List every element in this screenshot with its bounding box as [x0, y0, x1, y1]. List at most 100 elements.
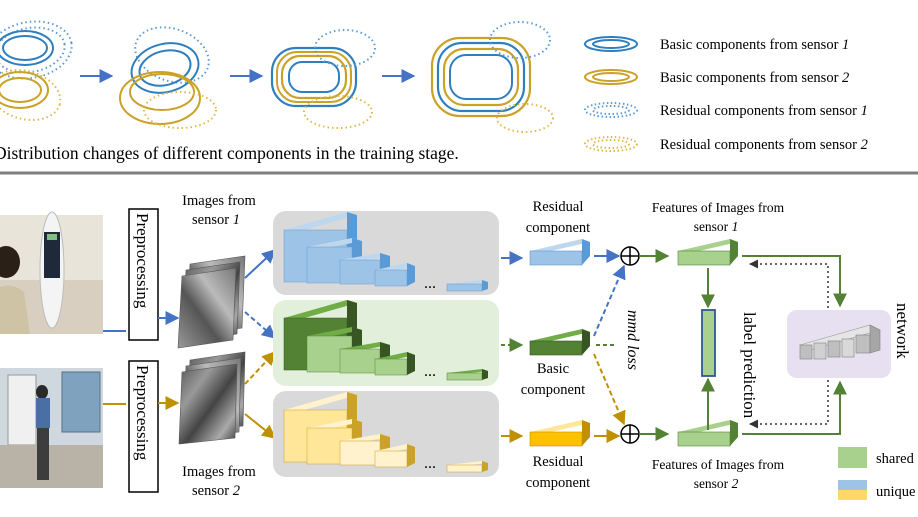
- distribution-stage-1: [0, 20, 73, 121]
- residual-bottom-line2: component: [526, 475, 590, 491]
- feature1-to-network: [742, 255, 847, 308]
- kiosk-screen: [44, 232, 60, 278]
- gate-device: [7, 374, 37, 446]
- dist-ring: [288, 61, 340, 93]
- dist-ring: [436, 41, 526, 113]
- dist-ring: [143, 91, 217, 129]
- legend-label-italic: 2: [861, 137, 868, 153]
- legend-label: Residual components from sensor: [660, 103, 861, 119]
- top-panel: Distribution changes of different compon…: [0, 20, 868, 163]
- svg-text:Basic components from sensor 2: Basic components from sensor 2: [660, 70, 849, 86]
- features-sensor-2-num: 2: [732, 476, 739, 491]
- dist-ring: [496, 103, 554, 133]
- preprocessing-label-2: Preprocessing: [133, 365, 152, 461]
- legend-label-italic: 1: [861, 103, 868, 119]
- cnn-blocks-sensor-1: ...: [283, 212, 488, 292]
- dist-ring: [134, 26, 210, 84]
- label-prediction-bar: [701, 309, 716, 377]
- person-legs: [37, 428, 49, 480]
- person-head: [36, 385, 48, 399]
- cnn-blocks-sensor-2: ...: [283, 392, 488, 473]
- svg-text:sensor 2: sensor 2: [192, 483, 240, 499]
- legend-swatch: [584, 102, 638, 118]
- cnn-block: [446, 280, 488, 292]
- person-head: [0, 246, 20, 278]
- legend-label: Basic components from sensor: [660, 70, 842, 86]
- legend-swatch: [584, 36, 638, 52]
- legend-swatch: [592, 39, 630, 49]
- feature-bar-sensor-1: [677, 239, 738, 266]
- legend-label-unique: unique: [876, 484, 915, 500]
- dist-ring: [0, 26, 66, 74]
- preprocessing-box-1: Preprocessing: [128, 208, 159, 341]
- features-sensor-1-line1: Features of Images from: [652, 200, 785, 215]
- svg-text:sensor 2: sensor 2: [694, 476, 739, 491]
- svg-text:Residual components from senso: Residual components from sensor 1: [660, 103, 868, 119]
- preprocessing-label-1: Preprocessing: [133, 213, 152, 309]
- features-sensor-2-line1: Features of Images from: [652, 457, 785, 472]
- legend-swatch: [592, 105, 630, 115]
- top-legend: Basic components from sensor 1 Basic com…: [584, 36, 868, 153]
- residual-top-line1: Residual: [533, 199, 584, 215]
- cnn-block: [339, 342, 390, 374]
- features-sensor-1-num: 1: [732, 219, 739, 234]
- legend-entry-basic-2: Basic components from sensor 2: [584, 69, 849, 86]
- svg-text:Basic components from sensor 1: Basic components from sensor 1: [660, 37, 849, 53]
- dist-ring: [442, 47, 520, 107]
- basic-line1: Basic: [537, 361, 569, 377]
- dist-ring: [129, 73, 195, 111]
- legend-swatch-unique-blue: [838, 480, 867, 490]
- dist-ring: [276, 51, 352, 103]
- floor: [0, 445, 103, 488]
- images-sensor-2-line2: sensor: [192, 483, 233, 499]
- legend-label: Residual components from sensor: [660, 137, 861, 153]
- basic-component-bar: [529, 329, 590, 356]
- mmd-loss-label: mmd loss: [624, 310, 641, 370]
- images-sensor-2-num: 2: [233, 483, 240, 499]
- legend-swatch-unique-yellow: [838, 490, 867, 500]
- bottom-legend: shared unique: [838, 447, 915, 500]
- person-body: [0, 285, 30, 334]
- basic-to-sum-1: [593, 264, 626, 337]
- legend-entry-residual-2: Residual components from sensor 2: [584, 136, 868, 153]
- dist-ring: [449, 54, 513, 100]
- dist-ring: [270, 46, 358, 108]
- legend-swatch: [584, 136, 638, 152]
- bottom-panel: Preprocessing Preprocessing Images from …: [0, 193, 915, 500]
- images-sensor-1-num: 1: [233, 212, 240, 228]
- ellipsis: ...: [424, 275, 436, 292]
- photo-sensor-2: [0, 368, 103, 488]
- cnn-block: [446, 461, 488, 473]
- distribution-stage-3: [270, 29, 376, 129]
- cnn-block: [374, 352, 415, 376]
- dist-ring: [0, 71, 49, 109]
- distribution-stage-4: [430, 21, 554, 133]
- images-sensor-1-line1: Images from: [182, 193, 256, 209]
- enc-arrow-2b: [244, 413, 277, 439]
- basic-to-sum-2: [593, 353, 626, 426]
- residual-component-bar-2: [529, 420, 590, 447]
- cnn-block: [374, 263, 415, 287]
- dist-ring: [489, 21, 551, 59]
- network-label: network: [893, 303, 912, 359]
- legend-entry-basic-1: Basic components from sensor 1: [584, 36, 849, 53]
- photo-sensor-1: [0, 211, 103, 334]
- svg-text:Residual components from senso: Residual components from sensor 2: [660, 137, 868, 153]
- dist-ring: [130, 42, 200, 94]
- legend-label-italic: 1: [842, 37, 849, 53]
- features-sensor-1-line2: sensor: [694, 219, 732, 234]
- residual-top-line2: component: [526, 220, 590, 236]
- dist-ring: [0, 69, 62, 121]
- dist-ring: [303, 95, 373, 129]
- dist-ring: [2, 35, 48, 61]
- cnn-block: [446, 369, 488, 381]
- dist-ring: [314, 29, 376, 67]
- images-sensor-2-line1: Images from: [182, 464, 256, 480]
- cnn-block: [374, 444, 415, 468]
- legend-swatch-shared: [838, 447, 867, 468]
- wall-poster: [61, 371, 101, 433]
- ellipsis: ...: [424, 455, 436, 472]
- legend-label: Basic components from sensor: [660, 37, 842, 53]
- enc-arrow-1a: [244, 249, 277, 279]
